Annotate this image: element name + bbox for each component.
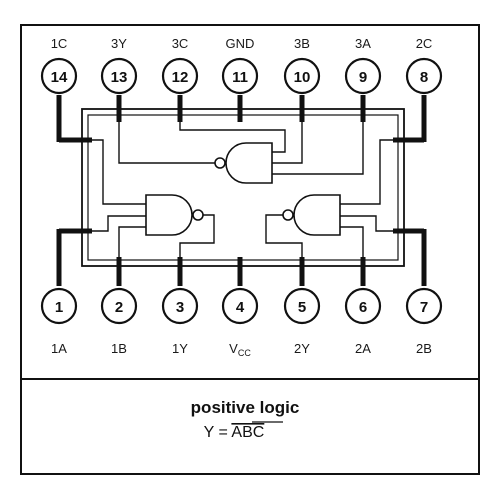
- pin-4: 4 VCC: [221, 287, 259, 358]
- pin-10-number: 10: [294, 69, 311, 86]
- pin-7-number: 7: [420, 299, 428, 316]
- pin-3: 3 1Y: [161, 287, 199, 356]
- pin-7-label: 2B: [416, 341, 432, 356]
- pin-9-circle: [344, 57, 382, 95]
- nand-gate-3-bubble: [214, 157, 226, 169]
- pin-9: 3A 9: [344, 36, 382, 95]
- pin-5-label: 2Y: [294, 341, 310, 356]
- internal-wiring: [92, 120, 393, 257]
- pin-12-circle: [161, 57, 199, 95]
- pin-2-circle: [100, 287, 138, 325]
- pin-6: 6 2A: [344, 287, 382, 356]
- pin-9-number: 9: [359, 69, 367, 86]
- pin-10: 3B 10: [283, 36, 321, 95]
- pin-4-label-main: V: [229, 341, 238, 356]
- pin-14: 1C 14: [40, 36, 78, 95]
- pin-12-number: 12: [172, 69, 189, 86]
- pin-14-circle: [40, 57, 78, 95]
- pin-4-label: VCC: [229, 341, 251, 358]
- pin-5-number: 5: [298, 299, 306, 316]
- pin-11-circle: [221, 57, 259, 95]
- caption-equation-overlined: ABC: [231, 424, 264, 441]
- top-pin-row: 1C 14 3Y 13 3C 12 GND 11 3B 10 3A 9: [40, 36, 443, 95]
- pin-4-circle: [221, 287, 259, 325]
- pin-1-label: 1A: [51, 341, 67, 356]
- pin-9-label: 3A: [355, 36, 371, 51]
- pin-8-circle: [405, 57, 443, 95]
- pin-7-circle: [405, 287, 443, 325]
- pin-5-circle: [283, 287, 321, 325]
- nand-gate-2: [293, 194, 341, 236]
- pin-4-label-subscript: CC: [238, 348, 251, 358]
- pin-14-label: 1C: [51, 36, 68, 51]
- pin-13: 3Y 13: [100, 36, 138, 95]
- pin-8: 2C 8: [405, 36, 443, 95]
- outer-frame: [20, 24, 480, 475]
- caption-equation-prefix: Y =: [204, 424, 232, 441]
- gates: [145, 142, 341, 236]
- ic-body-outer: [81, 108, 405, 267]
- pin-11: GND 11: [221, 36, 259, 95]
- pin-1-number: 1: [55, 299, 63, 316]
- pin-11-label: GND: [226, 36, 255, 51]
- pin-10-label: 3B: [294, 36, 310, 51]
- pin-13-circle: [100, 57, 138, 95]
- pin-14-number: 14: [51, 69, 68, 86]
- pin-12: 3C 12: [161, 36, 199, 95]
- pin-13-number: 13: [111, 69, 128, 86]
- pin-3-number: 3: [176, 299, 184, 316]
- pin-11-number: 11: [232, 69, 248, 86]
- pin-7: 7 2B: [405, 287, 443, 356]
- caption-title: positive logic: [191, 398, 300, 417]
- pin-1: 1 1A: [40, 287, 78, 356]
- pin-2: 2 1B: [100, 287, 138, 356]
- pin-6-circle: [344, 287, 382, 325]
- nand-gate-2-bubble: [282, 209, 294, 221]
- pin-leads: [56, 95, 427, 286]
- pin-6-number: 6: [359, 299, 367, 316]
- pin-3-label: 1Y: [172, 341, 188, 356]
- nand-gate-1: [145, 194, 193, 236]
- pin-12-label: 3C: [172, 36, 189, 51]
- pin-10-circle: [283, 57, 321, 95]
- pin-2-number: 2: [115, 299, 123, 316]
- pin-1-circle: [40, 287, 78, 325]
- bottom-pin-row: 1 1A 2 1B 3 1Y 4 VCC 5 2Y 6 2A: [40, 287, 443, 358]
- ic-body-inner: [87, 114, 399, 261]
- nand-gate-1-bubble: [192, 209, 204, 221]
- pin-2-label: 1B: [111, 341, 127, 356]
- caption-equation: Y = ABC: [204, 424, 265, 441]
- pin-13-label: 3Y: [111, 36, 127, 51]
- pin-8-label: 2C: [416, 36, 433, 51]
- nand-gate-3: [225, 142, 273, 184]
- pin-3-circle: [161, 287, 199, 325]
- pin-5: 5 2Y: [283, 287, 321, 356]
- pin-4-number: 4: [236, 299, 245, 316]
- pin-8-number: 8: [420, 69, 428, 86]
- pin-6-label: 2A: [355, 341, 371, 356]
